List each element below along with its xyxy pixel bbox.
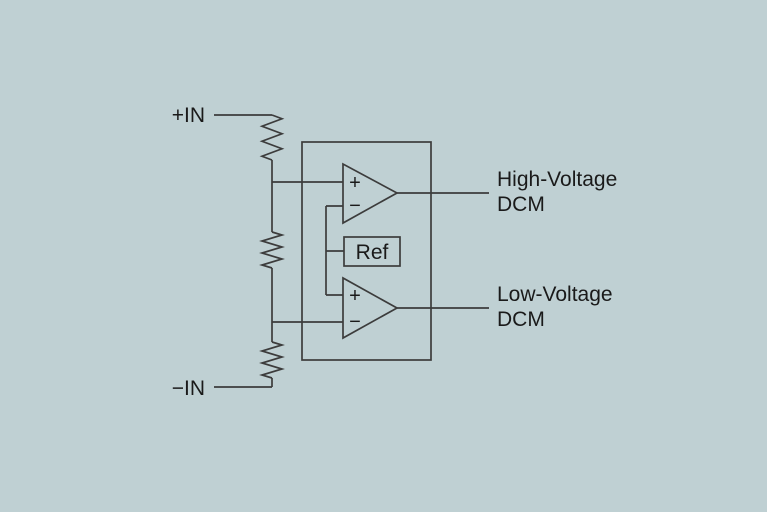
ref-label: Ref (356, 241, 389, 264)
output-low-label-line2: DCM (497, 308, 545, 331)
comparator-low-icon (342, 276, 399, 340)
resistor-top-icon (259, 114, 285, 161)
resistor-middle-icon (259, 231, 285, 269)
comparator-high-minus-label: − (349, 195, 361, 217)
input-positive-label: +IN (172, 104, 205, 127)
comparator-high-icon (342, 162, 399, 225)
output-low-label-line1: Low-Voltage (497, 283, 613, 306)
ref-box (343, 236, 401, 267)
output-high-label-line1: High-Voltage (497, 168, 617, 191)
output-high-label-line2: DCM (497, 193, 545, 216)
comparator-block-outline (301, 141, 432, 361)
comparator-low-minus-label: − (349, 311, 361, 333)
resistor-bottom-icon (259, 341, 285, 379)
comparator-high-plus-label: + (349, 172, 361, 194)
comparator-low-plus-label: + (349, 285, 361, 307)
input-negative-label: −IN (172, 377, 205, 400)
